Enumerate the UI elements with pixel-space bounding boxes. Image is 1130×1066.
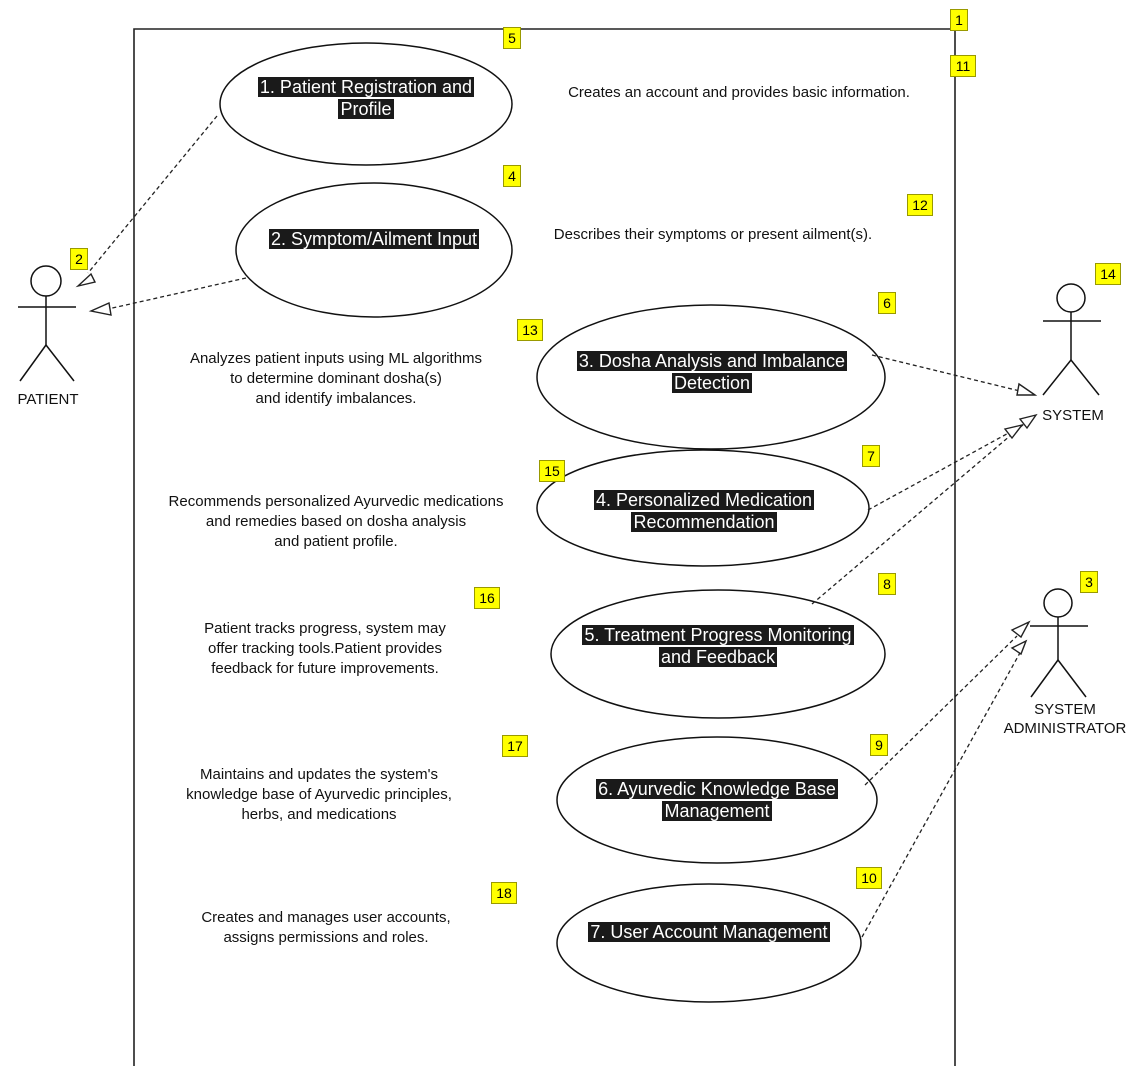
note-7: Creates and manages user accounts, assig…: [201, 909, 451, 946]
association-uc7-admin: [861, 650, 1022, 938]
admin-actor-figure: [1030, 588, 1088, 698]
badge-7: 7: [862, 445, 880, 467]
badge-13: 13: [517, 319, 543, 341]
arrowhead-system-3: [1018, 413, 1038, 430]
arrowhead-patient-1: [75, 272, 97, 288]
association-uc2-patient: [107, 277, 247, 310]
badge-1: 1: [950, 9, 968, 31]
association-uc5-system: [811, 423, 1025, 605]
patient-actor-label: PATIENT: [17, 391, 79, 408]
patient-actor-figure: [18, 265, 76, 382]
admin-actor-label: SYSTEM ADMINISTRATOR: [1003, 701, 1127, 737]
note-3: Analyzes patient inputs using ML algorit…: [189, 350, 483, 407]
badge-9: 9: [870, 734, 888, 756]
system-boundary: [133, 28, 956, 1066]
arrowhead-admin-2: [1010, 639, 1028, 656]
use-case-7-ellipse[interactable]: [556, 883, 862, 1003]
badge-17: 17: [502, 735, 528, 757]
arrowhead-admin-1: [1010, 620, 1031, 639]
arrowhead-patient-2: [88, 301, 112, 316]
badge-6: 6: [878, 292, 896, 314]
system-actor-label: SYSTEM: [1042, 407, 1104, 424]
use-case-7-label: 7. User Account Management: [588, 922, 830, 942]
note-5: Patient tracks progress, system may offe…: [204, 620, 446, 677]
note-4: Recommends personalized Ayurvedic medica…: [168, 493, 504, 550]
badge-3: 3: [1080, 571, 1098, 593]
badge-14: 14: [1095, 263, 1121, 285]
badge-11: 11: [950, 55, 976, 77]
association-uc1-patient: [87, 115, 218, 274]
note-6: Maintains and updates the system's knowl…: [186, 766, 452, 823]
badge-5: 5: [503, 27, 521, 49]
use-case-2-ellipse[interactable]: [235, 182, 513, 318]
use-case-6-ellipse[interactable]: [556, 736, 878, 864]
association-uc3-system: [871, 354, 1025, 393]
badge-15: 15: [539, 460, 565, 482]
arrowhead-system-2: [1003, 423, 1024, 440]
badge-4: 4: [503, 165, 521, 187]
badge-10: 10: [856, 867, 882, 889]
badge-16: 16: [474, 587, 500, 609]
note-2: Describes their symptoms or present ailm…: [553, 226, 873, 243]
use-case-2-label: 2. Symptom/Ailment Input: [268, 229, 480, 249]
system-actor-figure: [1042, 283, 1101, 396]
badge-18: 18: [491, 882, 517, 904]
badge-12: 12: [907, 194, 933, 216]
badge-8: 8: [878, 573, 896, 595]
association-uc6-admin: [864, 635, 1018, 786]
arrowhead-system-1: [1016, 382, 1038, 396]
note-1: Creates an account and provides basic in…: [568, 84, 910, 101]
association-uc4-system: [867, 429, 1015, 511]
badge-2: 2: [70, 248, 88, 270]
